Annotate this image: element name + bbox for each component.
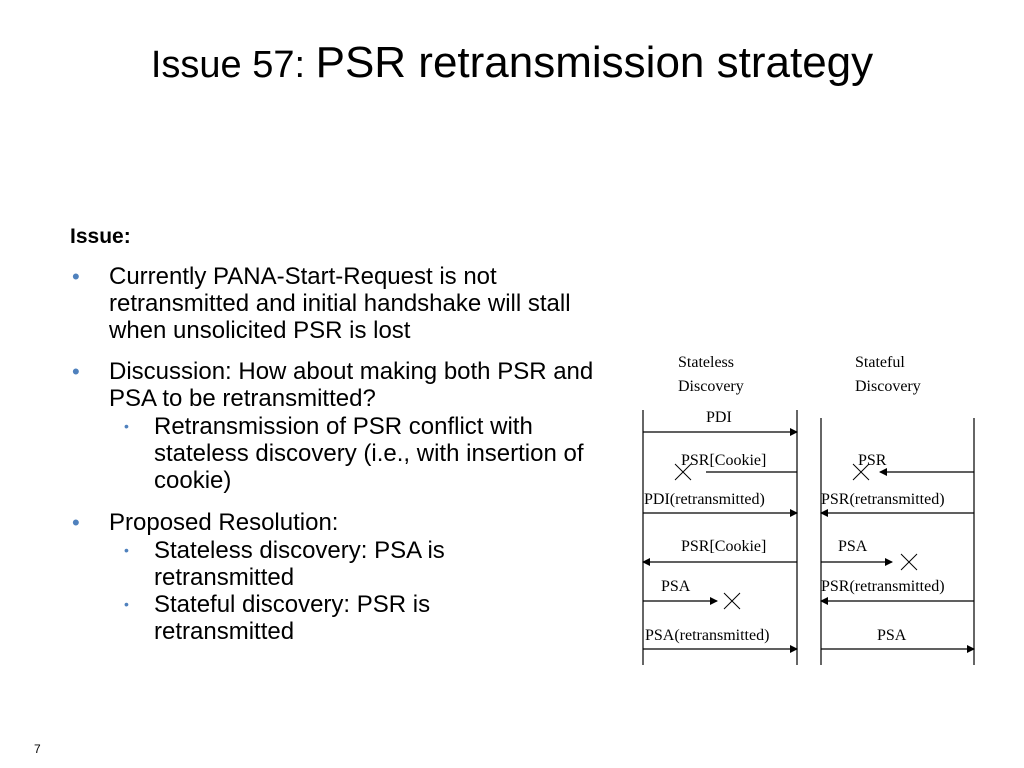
msg-label: PSR(retransmitted) bbox=[821, 578, 945, 595]
sub-bullet-dot-icon: • bbox=[124, 596, 129, 612]
msg-label: PSR(retransmitted) bbox=[821, 491, 945, 508]
slide-title: Issue 57: PSR retransmission strategy bbox=[0, 38, 1024, 88]
bullet-text: Currently PANA-Start-Request is not retr… bbox=[109, 263, 571, 344]
bullet-dot-icon: • bbox=[72, 264, 80, 289]
stateful-header-line2: Discovery bbox=[855, 378, 921, 395]
sub-bullet-text: Stateless discovery: PSA is retransmitte… bbox=[154, 537, 445, 591]
lost-message-x-icon bbox=[852, 463, 870, 481]
msg-label: PSR[Cookie] bbox=[681, 538, 766, 555]
sub-bullet-dot-icon: • bbox=[124, 418, 129, 434]
title-main: PSR retransmission strategy bbox=[315, 38, 874, 87]
issue-heading: Issue: bbox=[70, 225, 131, 248]
bullet-dot-icon: • bbox=[72, 359, 80, 384]
msg-label: PSR[Cookie] bbox=[681, 452, 766, 469]
msg-label: PSA bbox=[838, 538, 868, 555]
msg-label: PSA bbox=[661, 578, 691, 595]
lost-message-x-icon bbox=[723, 592, 741, 610]
msg-label: PSA(retransmitted) bbox=[645, 627, 769, 644]
bullet-text: Proposed Resolution: bbox=[109, 509, 339, 536]
msg-label: PDI(retransmitted) bbox=[644, 491, 765, 508]
stateless-header-line2: Discovery bbox=[678, 378, 744, 395]
sub-bullet-item: • Stateless discovery: PSA is retransmit… bbox=[124, 537, 534, 591]
bullet-item: • Discussion: How about making both PSR … bbox=[72, 358, 634, 412]
stateless-header-line1: Stateless bbox=[678, 354, 734, 371]
lost-message-x-icon bbox=[900, 553, 918, 571]
slide-number: 7 bbox=[34, 742, 41, 756]
bullet-dot-icon: • bbox=[72, 510, 80, 535]
msg-label: PSR bbox=[858, 452, 887, 469]
stateful-header-line1: Stateful bbox=[855, 354, 905, 371]
sub-bullet-dot-icon: • bbox=[124, 542, 129, 558]
bullet-item: • Proposed Resolution: bbox=[72, 509, 634, 536]
bullet-item: • Currently PANA-Start-Request is not re… bbox=[72, 263, 634, 344]
sub-bullet-item: • Retransmission of PSR conflict with st… bbox=[124, 413, 634, 494]
bullet-text: Discussion: How about making both PSR an… bbox=[109, 358, 594, 412]
lost-message-x-icon bbox=[674, 463, 692, 481]
sub-bullet-text: Retransmission of PSR conflict with stat… bbox=[154, 413, 584, 494]
title-prefix: Issue 57: bbox=[150, 44, 316, 86]
sub-bullet-item: • Stateful discovery: PSR is retransmitt… bbox=[124, 591, 534, 645]
msg-label: PSA bbox=[877, 627, 907, 644]
msg-label: PDI bbox=[706, 409, 732, 426]
sub-bullet-text: Stateful discovery: PSR is retransmitted bbox=[154, 591, 431, 645]
